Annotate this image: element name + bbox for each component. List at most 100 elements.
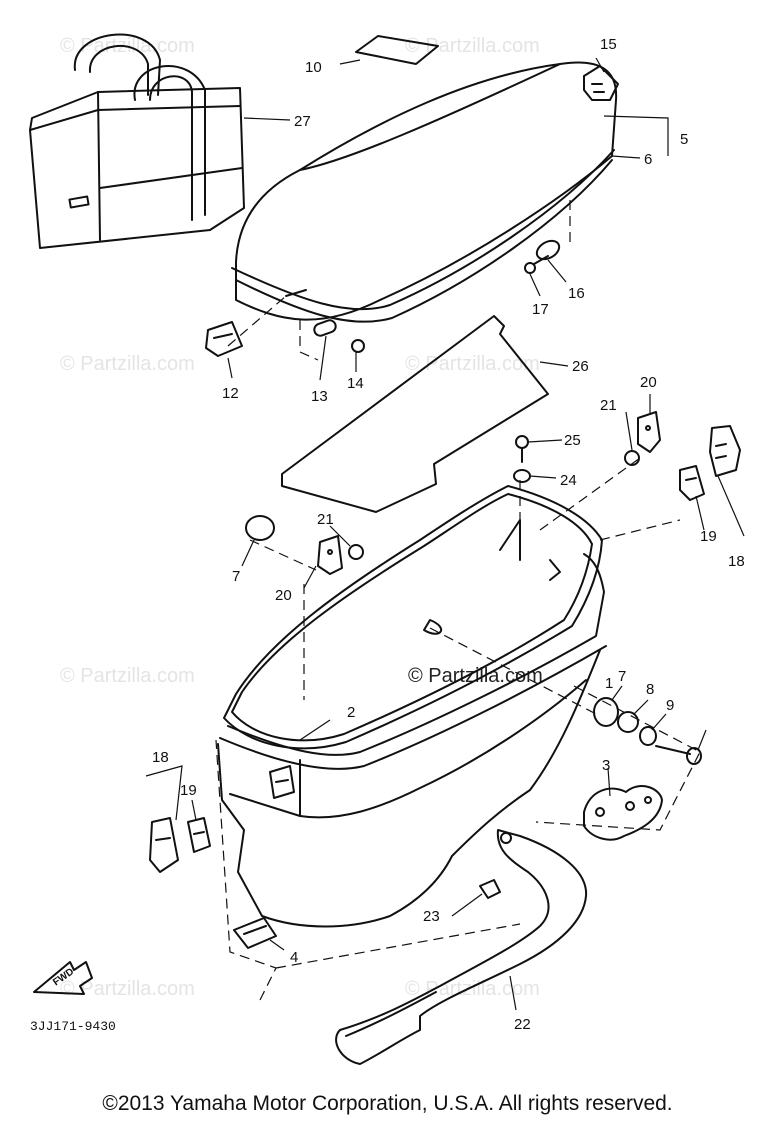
part-10-pad bbox=[355, 35, 439, 65]
part-26-panel bbox=[281, 315, 549, 513]
callout-21-left: 21 bbox=[317, 511, 334, 528]
part-1 bbox=[655, 745, 702, 765]
callout-22: 22 bbox=[514, 1016, 531, 1033]
part-24 bbox=[513, 469, 531, 483]
callout-18-right: 18 bbox=[728, 553, 745, 570]
callout-18-left: 18 bbox=[152, 749, 169, 766]
leader-line bbox=[717, 475, 745, 537]
watermark-center: © Partzilla.com bbox=[408, 665, 543, 687]
leader-line bbox=[227, 357, 233, 379]
callout-3: 3 bbox=[602, 757, 610, 774]
callout-10: 10 bbox=[305, 59, 322, 76]
part-18-left bbox=[149, 817, 179, 873]
part-2-gasket bbox=[223, 485, 603, 750]
callout-26: 26 bbox=[572, 358, 589, 375]
leader-line bbox=[319, 335, 327, 381]
callout-24: 24 bbox=[560, 472, 577, 489]
leader-line bbox=[509, 975, 517, 1011]
guide-line bbox=[249, 539, 317, 571]
part-22-rail bbox=[335, 829, 588, 1065]
callout-23: 23 bbox=[423, 908, 440, 925]
box-body bbox=[217, 519, 607, 928]
watermark-layer: © Partzilla.com © Partzilla.com © Partzi… bbox=[60, 35, 543, 1000]
callout-14: 14 bbox=[347, 375, 364, 392]
leader-line bbox=[529, 273, 541, 297]
leader-line bbox=[299, 719, 331, 741]
callout-27: 27 bbox=[294, 113, 311, 130]
callout-4: 4 bbox=[290, 949, 298, 966]
part-14 bbox=[351, 339, 365, 353]
part-6-lid bbox=[231, 61, 618, 323]
callout-2: 2 bbox=[347, 704, 355, 721]
callout-19-right: 19 bbox=[700, 528, 717, 545]
watermark: © Partzilla.com bbox=[60, 978, 195, 1000]
part-9 bbox=[639, 726, 657, 746]
leader-line bbox=[603, 115, 669, 156]
leader-line bbox=[697, 729, 707, 751]
part-8 bbox=[617, 711, 639, 733]
callout-7-left: 7 bbox=[232, 568, 240, 585]
callout-13: 13 bbox=[311, 388, 328, 405]
part-18-right bbox=[709, 425, 741, 477]
callout-21-right: 21 bbox=[600, 397, 617, 414]
part-4 bbox=[233, 917, 277, 949]
part-13 bbox=[313, 319, 337, 337]
part-20-right bbox=[637, 411, 661, 453]
drawing-code: 3JJ171-9430 bbox=[30, 1019, 116, 1034]
copyright-notice: ©2013 Yamaha Motor Corporation, U.S.A. A… bbox=[102, 1092, 673, 1115]
guide-line bbox=[535, 685, 701, 831]
leader-line bbox=[145, 765, 183, 821]
callout-8: 8 bbox=[646, 681, 654, 698]
callout-9: 9 bbox=[666, 697, 674, 714]
part-16 bbox=[535, 239, 561, 261]
leader-line bbox=[527, 439, 563, 443]
watermark: © Partzilla.com bbox=[405, 353, 540, 375]
leader-line bbox=[611, 685, 623, 701]
callout-7-right: 7 bbox=[618, 668, 626, 685]
part-21-right bbox=[624, 450, 640, 466]
part-7-right bbox=[593, 697, 619, 727]
guide-line bbox=[539, 457, 641, 531]
part-23 bbox=[479, 879, 501, 899]
callout-17: 17 bbox=[532, 301, 549, 318]
callout-20-left: 20 bbox=[275, 587, 292, 604]
guide-line bbox=[599, 519, 681, 541]
leader-line bbox=[451, 893, 483, 917]
guide-line bbox=[215, 739, 277, 1001]
leader-line bbox=[539, 361, 569, 367]
callout-1: 1 bbox=[605, 675, 613, 692]
leader-line bbox=[547, 259, 567, 283]
part-labels: 1 2 3 4 5 6 7 7 8 9 10 12 13 14 15 16 17… bbox=[152, 36, 745, 1033]
callout-6: 6 bbox=[644, 151, 652, 168]
callout-15: 15 bbox=[600, 36, 617, 53]
part-21-left bbox=[348, 544, 364, 560]
guide-line bbox=[275, 923, 521, 969]
fwd-arrow-icon bbox=[33, 961, 93, 995]
watermark: © Partzilla.com bbox=[60, 353, 195, 375]
watermark: © Partzilla.com bbox=[405, 35, 540, 57]
callout-12: 12 bbox=[222, 385, 239, 402]
leader-line bbox=[625, 411, 633, 451]
leader-line bbox=[651, 713, 667, 731]
leader-line bbox=[695, 495, 705, 531]
part-12 bbox=[205, 321, 243, 357]
part-3-bracket bbox=[583, 785, 663, 841]
leader-line bbox=[243, 117, 291, 121]
callout-25: 25 bbox=[564, 432, 581, 449]
guide-line bbox=[227, 295, 287, 347]
part-25 bbox=[515, 435, 529, 463]
watermark: © Partzilla.com bbox=[60, 665, 195, 687]
part-20-left bbox=[317, 535, 343, 575]
leader-line bbox=[191, 799, 197, 821]
part-19-right bbox=[679, 465, 705, 501]
callout-20-right: 20 bbox=[640, 374, 657, 391]
leader-line bbox=[303, 565, 317, 589]
leader-line bbox=[611, 155, 641, 159]
leader-line bbox=[633, 699, 649, 715]
leader-line bbox=[241, 539, 255, 567]
leader-line bbox=[595, 57, 605, 73]
part-15 bbox=[583, 65, 619, 101]
part-7-left bbox=[245, 515, 275, 541]
